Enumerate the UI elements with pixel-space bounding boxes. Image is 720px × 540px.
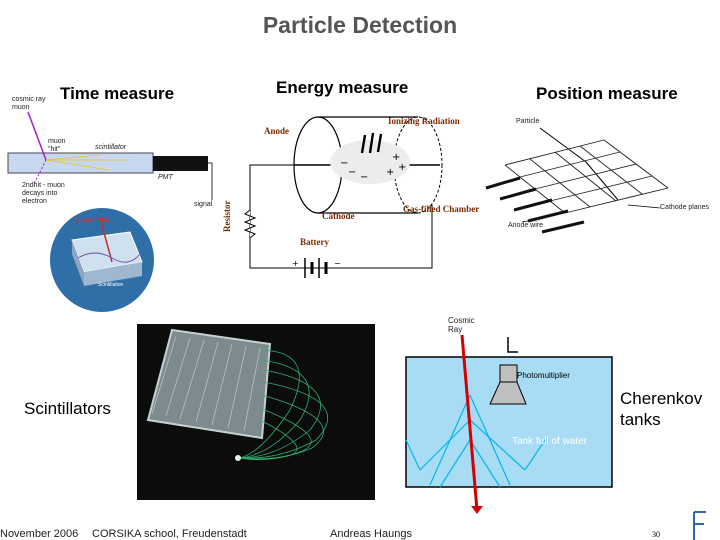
institute-logo-icon bbox=[0, 0, 720, 540]
